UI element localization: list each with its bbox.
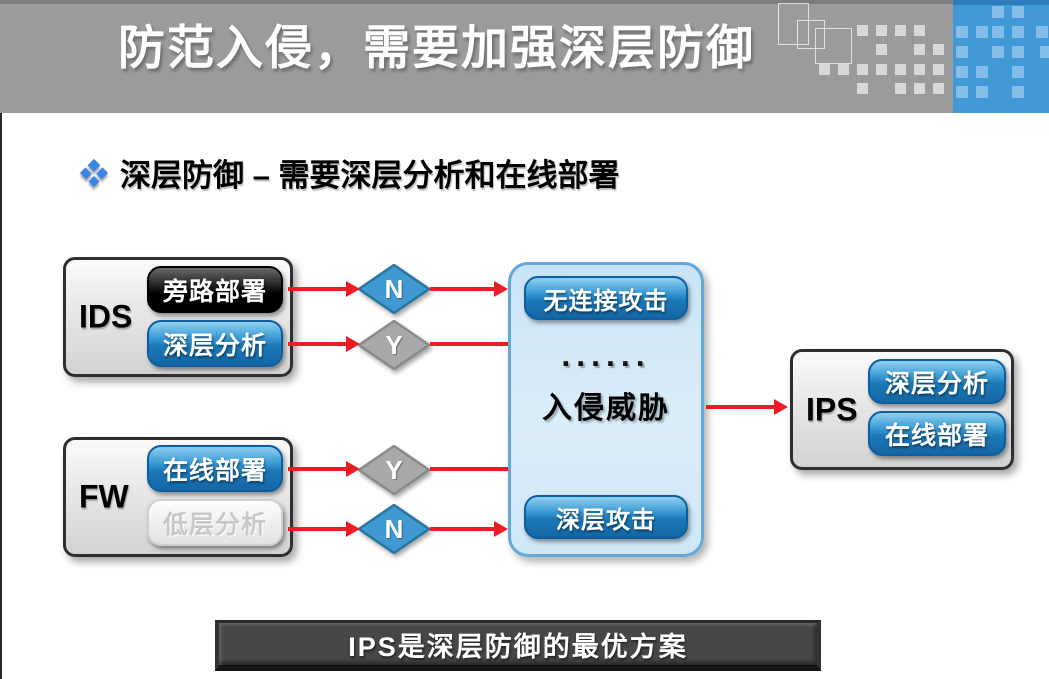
decision-diamond-y-bottom: Y (358, 445, 430, 495)
ips-label: IPS (806, 391, 858, 427)
arrow-ids-bottom-head (346, 336, 360, 352)
deco-outline-square (797, 20, 825, 49)
page-left-border (0, 0, 2, 679)
diamond-shape-blue (358, 264, 430, 314)
arrow-n-bottom-line (430, 527, 496, 531)
arrow-to-ips-line (706, 405, 776, 409)
pill-inline-deploy: 在线部署 (147, 445, 283, 492)
arrow-to-ips-head (774, 399, 788, 415)
pill-deep-attack: 深层攻击 (524, 495, 688, 539)
pill-low-analysis: 低层分析 (147, 499, 283, 546)
arrow-n-bottom-head (494, 521, 508, 537)
diamond-shape-blue (358, 504, 430, 554)
deco-outline-square (815, 28, 852, 64)
decision-diamond-y-top: Y (358, 320, 430, 370)
decision-label: Y (385, 454, 403, 485)
fw-label: FW (79, 478, 129, 515)
deco-outline-square (778, 3, 809, 45)
decision-diamond-n-top: N (358, 264, 430, 314)
pill-deep-analysis: 深层分析 (147, 320, 283, 367)
pill-deep-analysis-ips: 深层分析 (868, 359, 1006, 404)
arrow-y-top-line (430, 342, 508, 346)
footer-banner: IPS是深层防御的最优方案 (215, 620, 821, 671)
threat-label: 入侵威胁 (542, 392, 670, 425)
arrow-ids-bottom-line (288, 342, 348, 346)
decision-diamond-n-bottom: N (358, 504, 430, 554)
decision-label: N (384, 273, 404, 304)
arrow-fw-top-line (288, 467, 348, 471)
decision-label: N (384, 513, 404, 544)
pill-connectionless-attack: 无连接攻击 (524, 276, 688, 320)
arrow-ids-top-line (288, 287, 348, 291)
footer-banner-text: IPS是深层防御的最优方案 (348, 631, 688, 662)
arrow-n-top-head (494, 281, 508, 297)
header-decoration-squares-gray (857, 25, 868, 36)
arrow-y-bottom-line (430, 467, 508, 471)
arrow-n-top-line (430, 287, 496, 291)
header-blue-block (953, 0, 1049, 113)
ids-label: IDS (79, 298, 133, 335)
arrow-fw-bottom-line (288, 527, 348, 531)
arrow-fw-top-head (346, 461, 360, 477)
page-title: 防范入侵，需要加强深层防御 (118, 21, 755, 74)
diamond-shape-gray (358, 445, 430, 495)
header-decoration-squares-blue (956, 6, 968, 18)
subtitle-text: 深层防御 – 需要深层分析和在线部署 (120, 158, 620, 193)
pill-inline-deploy-ips: 在线部署 (868, 411, 1006, 456)
pill-bypass-deploy: 旁路部署 (147, 266, 283, 313)
arrow-ids-top-head (346, 281, 360, 297)
diamond-bullet-icon (79, 158, 109, 187)
section-subtitle: 深层防御 – 需要深层分析和在线部署 (79, 150, 620, 195)
diamond-shape-gray (358, 320, 430, 370)
threat-box: 无连接攻击 ...... 入侵威胁 深层攻击 (508, 262, 704, 557)
threat-dots: ...... (561, 337, 651, 373)
arrow-fw-bottom-head (346, 521, 360, 537)
decision-label: Y (385, 329, 403, 360)
slide-header: 防范入侵，需要加强深层防御 (0, 0, 1049, 113)
